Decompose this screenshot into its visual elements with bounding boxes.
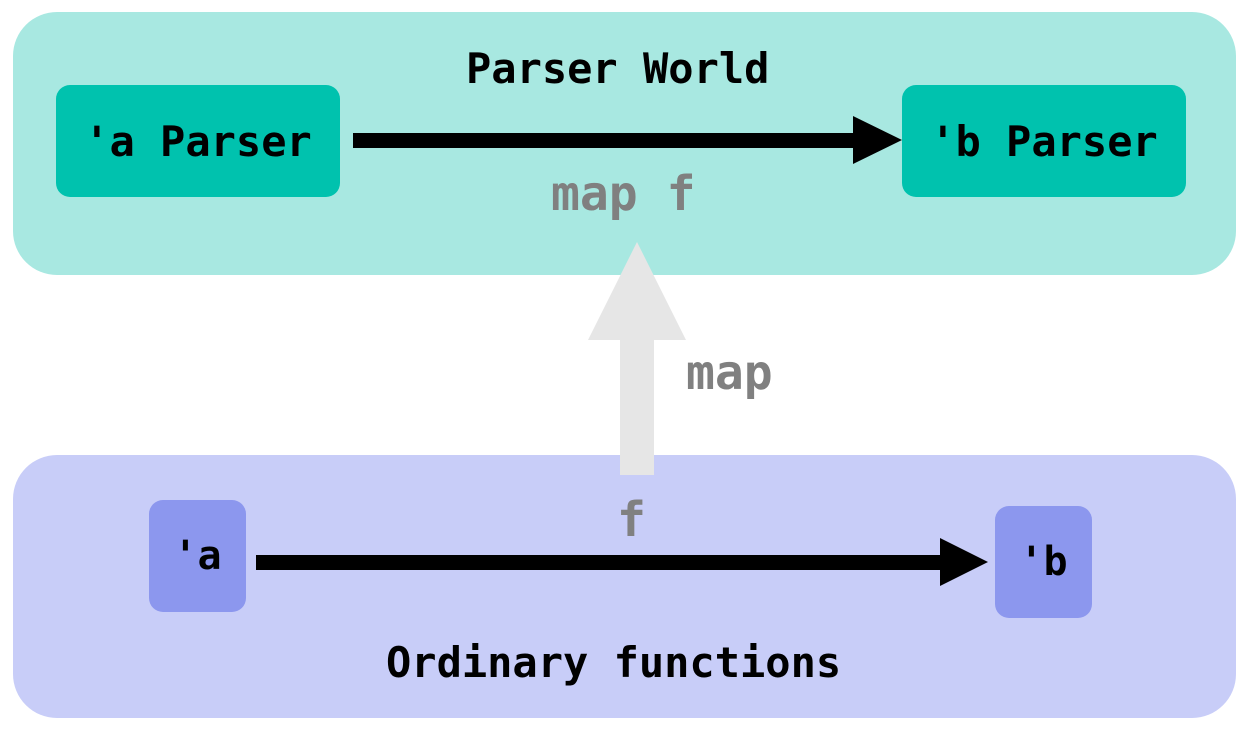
b-box: 'b	[995, 506, 1092, 618]
b-parser-box: 'b Parser	[902, 85, 1186, 197]
f-arrow	[256, 538, 988, 586]
f-label: f	[617, 492, 646, 548]
ordinary-functions-title: Ordinary functions	[386, 638, 842, 687]
parser-world-title: Parser World	[466, 44, 770, 93]
map-f-arrow	[353, 116, 902, 164]
lift-arrow	[588, 242, 686, 475]
a-parser-box: 'a Parser	[56, 85, 340, 197]
map-f-label: map f	[551, 166, 696, 222]
a-box: 'a	[149, 500, 246, 612]
map-label: map	[686, 345, 773, 401]
